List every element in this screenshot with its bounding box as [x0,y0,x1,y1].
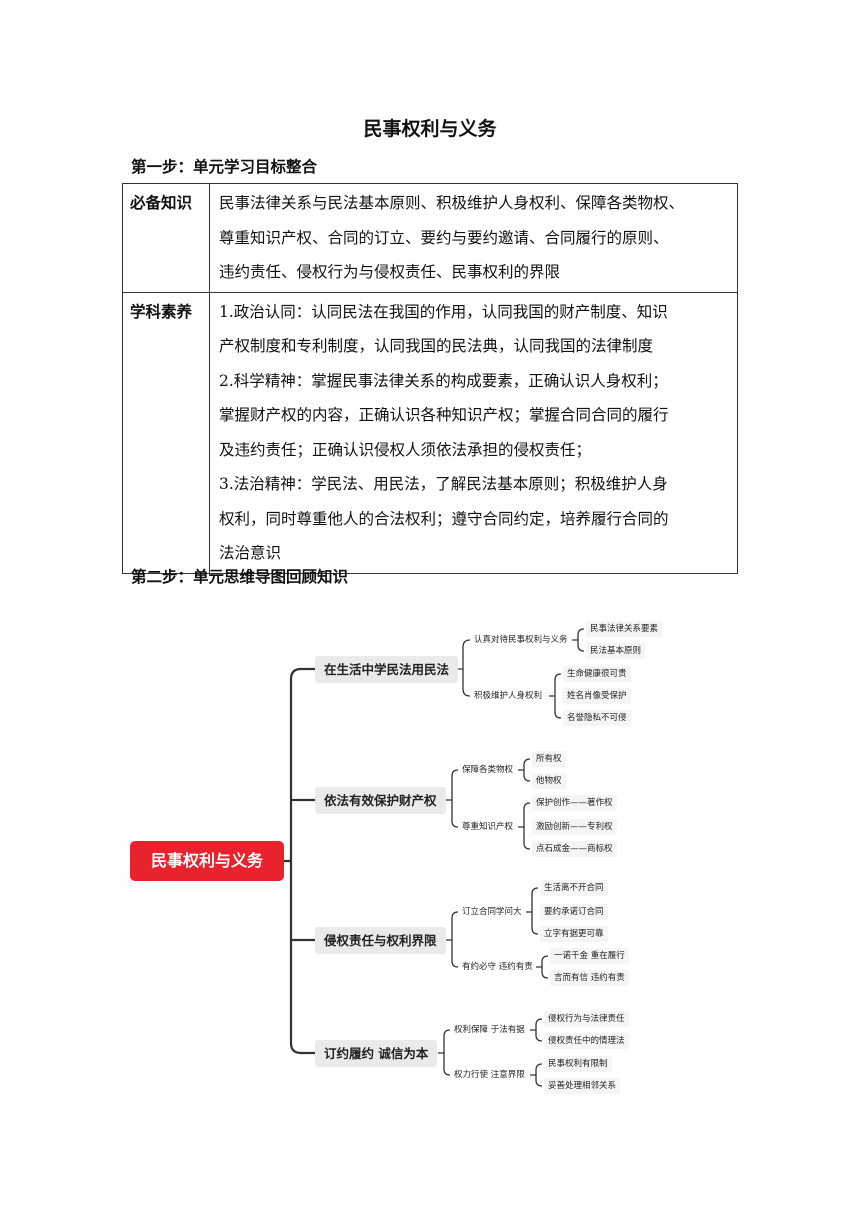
literacy-line: 产权制度和专利制度，认同我国的民法典，认同我国的法律制度 [219,337,654,355]
sub-branch-intellectual-property: 尊重知识产权 [462,822,514,832]
b4s2-bracket [530,1063,543,1087]
leaf-node: 名誉隐私不可侵 [563,710,631,726]
mind-map-root: 民事权利与义务 [130,841,284,881]
sub-branch-rights-duties: 认真对待民事权利与义务 [474,635,568,645]
leaf-node: 侵权责任中的情理法 [544,1033,629,1049]
page-title: 民事权利与义务 [363,118,497,140]
knowledge-line: 尊重知识产权、合同的订立、要约与要约邀请、合同履行的原则、 [219,228,669,247]
literacy-line: 1.政治认同：认同民法在我国的作用，认同我国的财产制度、知识 [219,302,668,321]
b2s2-bracket [518,802,531,850]
knowledge-line: 民事法律关系与民法基本原则、积极维护人身权利、保障各类物权、 [219,194,685,212]
knowledge-content: 民事法律关系与民法基本原则、积极维护人身权利、保障各类物权、 尊重知识产权、合同… [209,183,738,293]
table-row-knowledge: 必备知识 民事法律关系与民法基本原则、积极维护人身权利、保障各类物权、 尊重知识… [122,183,738,293]
leaf-node: 点石成金——商标权 [532,841,617,857]
leaf-node: 民事权利有限制 [544,1056,612,1072]
leaf-node: 姓名肖像受保护 [563,688,631,704]
b2-bracket [446,769,459,828]
leaf-node: 立字有据更可靠 [540,926,608,942]
leaf-node: 言而有信 违约有责 [550,970,629,986]
leaf-node: 他物权 [532,773,566,789]
b4-bracket [438,1029,451,1076]
leaf-node: 所有权 [532,751,566,767]
learning-goals-table: 必备知识 民事法律关系与民法基本原则、积极维护人身权利、保障各类物权、 尊重知识… [122,183,738,574]
b4s1-bracket [530,1018,543,1042]
sub-branch-personal-rights: 积极维护人身权利 [474,691,543,701]
sub-connectors [438,628,585,1087]
literacy-line: 权利，同时尊重他人的合法权利；遵守合同约定，培养履行合同的 [219,509,669,528]
sub-branch-real-rights: 保障各类物权 [462,765,514,775]
step-two-heading: 第二步：单元思维导图回顾知识 [131,568,349,586]
branch-contract-integrity: 订约履约 诚信为本 [315,1040,438,1067]
literacy-line: 及违约责任；正确认识侵权人须依法承担的侵权责任； [219,440,592,459]
table-row-literacy: 学科素养 1.政治认同：认同民法在我国的作用，认同我国的财产制度、知识 产权制度… [122,291,738,574]
b3s2-bracket [536,955,549,979]
sub-branch-contract-formation: 订立合同学问大 [462,907,522,917]
leaf-node: 生命健康很可贵 [563,666,631,682]
b1s2-bracket [549,673,562,719]
leaf-node: 民事法律关系要素 [586,621,663,637]
knowledge-header: 必备知识 [122,183,210,293]
leaf-node: 妥善处理相邻关系 [544,1078,621,1094]
leaf-node: 要约承诺订合同 [540,904,608,920]
b1s1-bracket [572,628,585,652]
literacy-line: 掌握财产权的内容，正确认识各种知识产权；掌握合同合同的履行 [219,406,669,424]
literacy-header: 学科素养 [122,291,210,574]
leaf-node: 保护创作——著作权 [532,795,617,811]
literacy-line: 3.法治精神：学民法、用民法，了解民法基本原则；积极维护人身 [219,475,668,493]
trunk-line [289,667,303,1055]
leaf-node: 激励创新——专利权 [532,819,617,835]
branch-tort-liability: 侵权责任与权利界限 [315,927,446,954]
leaf-node: 民法基本原则 [586,643,646,659]
main-connectors [282,667,317,1055]
literacy-content: 1.政治认同：认同民法在我国的作用，认同我国的财产制度、知识 产权制度和专利制度… [209,291,738,574]
sub-branch-rights-limits: 权力行使 注意界限 [454,1070,525,1080]
step-one-heading: 第一步：单元学习目标整合 [131,158,318,176]
leaf-node: 生活离不开合同 [540,880,608,896]
sub-branch-rights-protection: 权利保障 于法有据 [454,1025,525,1035]
knowledge-line: 违约责任、侵权行为与侵权责任、民事权利的界限 [219,263,561,281]
branch-civil-law-life: 在生活中学民法用民法 [315,656,459,683]
b2s1-bracket [518,758,531,782]
sub-branch-keep-promises: 有约必守 违约有责 [462,962,533,972]
branch-property-rights: 依法有效保护财产权 [315,787,446,814]
leaf-node: 侵权行为与法律责任 [544,1011,629,1027]
b3s1-bracket [526,887,539,935]
leaf-node: 一诺千金 重在履行 [550,948,629,964]
literacy-line: 法治意识 [219,544,282,562]
literacy-line: 2.科学精神：掌握民事法律关系的构成要素，正确认识人身权利； [219,371,668,390]
b3-bracket [446,911,459,968]
